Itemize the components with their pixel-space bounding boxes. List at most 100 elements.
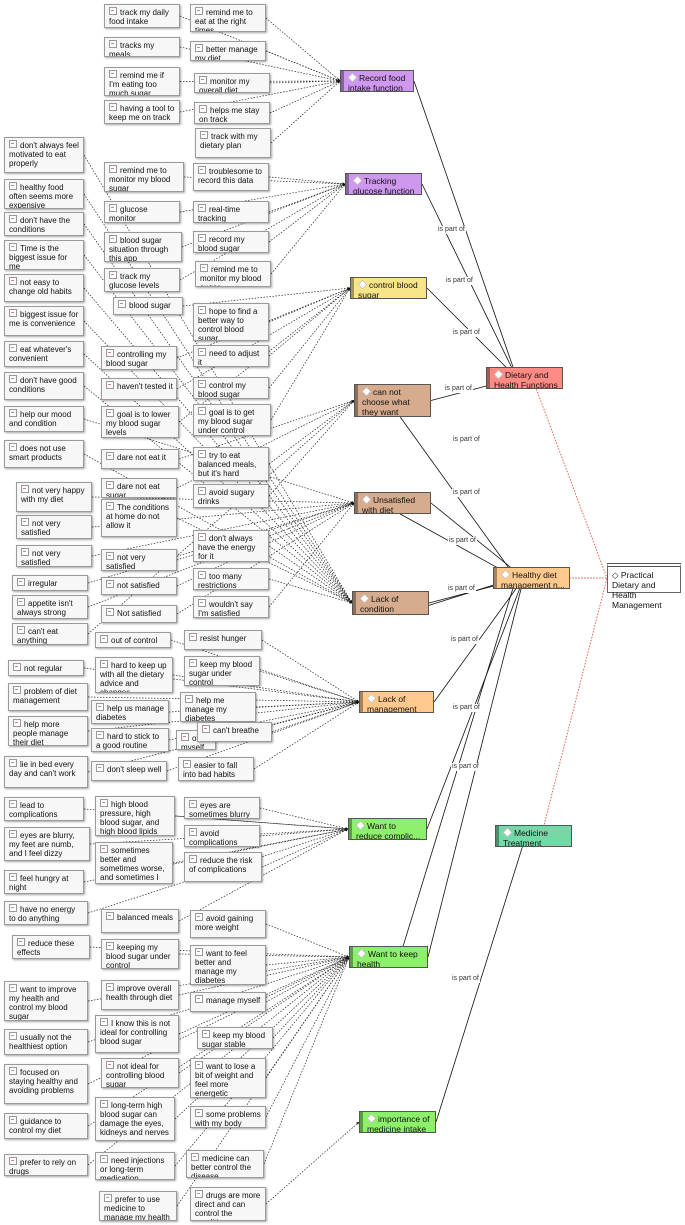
code-node[interactable]: not satisfied <box>101 577 177 595</box>
code-node[interactable]: goal is to lower my blood sugar levels <box>101 406 179 438</box>
code-node[interactable]: don't always feel motivated to eat prope… <box>4 137 84 173</box>
code-node[interactable]: high blood pressure, high blood sugar, a… <box>95 796 175 836</box>
code-node[interactable]: reduce the risk of complications <box>184 852 262 882</box>
code-node[interactable]: have no energy to do anything <box>4 901 88 925</box>
code-node[interactable]: need injections or long-term medication <box>95 1152 175 1180</box>
theme-keep-health[interactable]: Want to keep health <box>349 946 428 968</box>
code-node[interactable]: reduce these effects <box>12 935 90 959</box>
code-node[interactable]: having a tool to keep me on track <box>104 100 180 124</box>
code-node[interactable]: blood sugar <box>113 297 183 315</box>
code-node[interactable]: not very satisfied <box>16 515 92 539</box>
code-node[interactable]: helps me stay on track <box>194 102 270 124</box>
code-node[interactable]: goal is to get my blood sugar under cont… <box>193 404 271 436</box>
code-node[interactable]: usually not the healthiest option <box>4 1029 88 1055</box>
code-node[interactable]: troublesome to record this data <box>193 163 269 191</box>
code-node[interactable]: manage myself <box>190 992 266 1012</box>
code-node[interactable]: lie in bed every day and can't work <box>4 756 88 788</box>
code-node[interactable]: hope to find a better way to control blo… <box>193 303 269 341</box>
code-node[interactable]: not regular <box>8 660 84 676</box>
code-node[interactable]: don't have good conditions <box>4 372 84 400</box>
code-node[interactable]: avoid sugary drinks <box>193 484 269 508</box>
code-node[interactable]: want to improve my health and control my… <box>4 981 88 1021</box>
code-node[interactable]: avoid gaining more weight <box>190 910 266 938</box>
code-node[interactable]: not very satisfied <box>16 545 92 567</box>
code-node[interactable]: healthy food often seems more expensive <box>4 179 84 209</box>
code-node[interactable]: dare not eat it <box>101 449 179 469</box>
code-node[interactable]: sometimes better and sometimes worse, an… <box>95 842 173 884</box>
code-node[interactable]: remind me to eat at the right times <box>190 4 266 32</box>
code-node[interactable]: remind me if I'm eating too much sugar <box>104 67 180 96</box>
root-node[interactable]: ◇ Practical Dietary and Health Managemen… <box>607 563 681 610</box>
code-node[interactable]: lead to complications <box>4 797 84 821</box>
code-node[interactable]: prefer to use medicine to manage my heal… <box>99 1191 177 1221</box>
code-node[interactable]: I know this is not ideal for controlling… <box>95 1015 179 1053</box>
code-node[interactable]: feel hungry at night <box>4 870 84 894</box>
code-node[interactable]: some problems with my body <box>190 1106 266 1128</box>
code-node[interactable]: can't breathe <box>197 722 272 742</box>
code-node[interactable]: avoid complications <box>184 825 260 847</box>
theme-control-blood-sugar[interactable]: control blood sugar <box>350 277 427 299</box>
code-node[interactable]: need to adjust it <box>193 345 269 367</box>
theme-reduce-complications[interactable]: Want to reduce complic... <box>348 818 427 840</box>
code-node[interactable]: prefer to rely on drugs <box>4 1154 88 1176</box>
code-node[interactable]: hard to keep up with all the dietary adv… <box>95 657 173 693</box>
code-node[interactable]: help me manage my diabetes <box>180 692 256 722</box>
code-node[interactable]: controlling my blood sugar <box>101 346 177 370</box>
code-node[interactable]: haven't tested it <box>101 378 177 400</box>
code-node[interactable]: track my glucose levels <box>104 268 180 292</box>
code-node[interactable]: too many restrictions <box>193 568 269 590</box>
code-node[interactable]: want to lose a bit of weight and feel mo… <box>190 1058 266 1098</box>
code-node[interactable]: medicine can better control the disease <box>186 1150 264 1178</box>
code-node[interactable]: eyes are blurry, my feet are numb, and I… <box>4 827 90 861</box>
code-node[interactable]: don't always have the energy for it <box>193 530 269 562</box>
code-node[interactable]: not easy to change old habits <box>4 274 84 302</box>
code-node[interactable]: Not satisfied <box>101 605 177 623</box>
code-node[interactable]: remind me to monitor my blood sugar <box>104 162 184 192</box>
code-node[interactable]: wouldn't say I'm satisfied <box>193 596 269 618</box>
code-node[interactable]: The conditions at home do not allow it <box>101 499 177 537</box>
code-node[interactable]: guidance to control my diet <box>4 1113 88 1139</box>
code-node[interactable]: problem of diet management <box>8 683 88 711</box>
code-node[interactable]: glucose monitor <box>104 201 180 223</box>
code-node[interactable]: record my blood sugar <box>193 231 269 253</box>
code-node[interactable]: appetite isn't always strong <box>12 595 88 619</box>
theme-lack-management[interactable]: Lack of management <box>359 691 434 713</box>
theme-tracking-glucose[interactable]: Tracking glucose function <box>345 173 422 195</box>
theme-importance-medicine[interactable]: importance of medicine intake <box>359 1111 436 1133</box>
theme-unsatisfied-diet[interactable]: Unsatisfied with diet <box>354 492 431 514</box>
code-node[interactable]: hard to stick to a good routine <box>91 728 169 752</box>
category-medicine-treatment[interactable]: Medicine Treatment <box>495 825 572 847</box>
code-node[interactable]: Time is the biggest issue for me <box>4 240 84 270</box>
code-node[interactable]: not very happy with my diet <box>16 482 92 512</box>
code-node[interactable]: monitor my overall diet <box>194 73 270 93</box>
code-node[interactable]: long-term high blood sugar can damage th… <box>95 1097 175 1141</box>
code-node[interactable]: help more people manage their diet <box>8 716 88 746</box>
category-dietary-health-functions[interactable]: Dietary and Health Functions <box>486 367 563 389</box>
code-node[interactable]: out of control <box>95 632 171 648</box>
code-node[interactable]: irregular <box>12 575 88 591</box>
code-node[interactable]: track my daily food intake <box>104 4 180 28</box>
code-node[interactable]: resist hunger <box>184 630 262 650</box>
code-node[interactable]: track with my dietary plan <box>195 128 271 158</box>
code-node[interactable]: eyes are sometimes blurry <box>184 797 260 819</box>
code-node[interactable]: eat whatever's convenient <box>4 341 84 367</box>
code-node[interactable]: balanced meals <box>101 909 179 933</box>
code-node[interactable]: don't sleep well <box>91 761 167 781</box>
code-node[interactable]: easier to fall into bad habits <box>178 757 254 781</box>
code-node[interactable]: keeping my blood sugar under control <box>101 939 179 969</box>
code-node[interactable]: try to eat balanced meals, but it's hard <box>193 447 269 481</box>
code-node[interactable]: not very satisfied <box>101 549 177 571</box>
category-healthy-diet-management[interactable]: Healthy diet management n... <box>493 567 570 589</box>
code-node[interactable]: drugs are more direct and can control th… <box>190 1187 266 1221</box>
code-node[interactable]: want to feel better and manage my diabet… <box>190 945 266 985</box>
code-node[interactable]: real-time tracking <box>193 201 269 223</box>
code-node[interactable]: keep my blood sugar under control <box>184 656 260 686</box>
code-node[interactable]: help our mood and condition <box>4 406 84 432</box>
code-node[interactable]: keep my blood sugar stable <box>197 1027 273 1049</box>
code-node[interactable]: focused on staying healthy and avoiding … <box>4 1064 88 1104</box>
code-node[interactable]: does not use smart products <box>4 440 84 468</box>
code-node[interactable]: can't eat anything <box>12 623 88 645</box>
code-node[interactable]: remind me to monitor my blood sugar <box>195 261 271 287</box>
code-node[interactable]: blood sugar situation through this app <box>104 232 182 262</box>
code-node[interactable]: not ideal for controlling blood sugar <box>101 1058 179 1088</box>
